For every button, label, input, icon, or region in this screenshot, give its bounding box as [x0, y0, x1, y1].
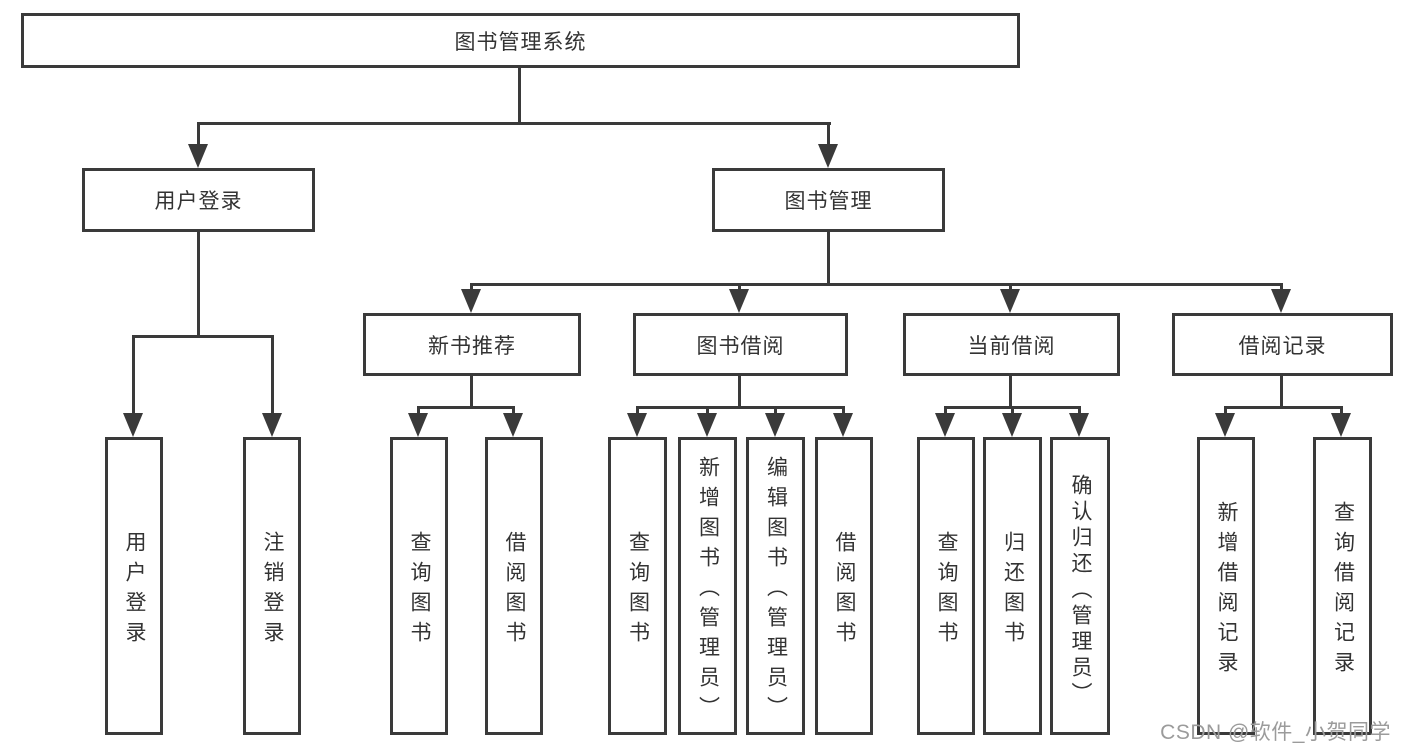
- connector-line: [132, 335, 274, 338]
- leaf-confirm-return-admin: 确认归还（管理员）: [1050, 437, 1110, 735]
- arrow-down-icon: [697, 413, 717, 437]
- connector-line: [417, 406, 420, 415]
- node-borrow-records: 借阅记录: [1172, 313, 1393, 376]
- arrow-down-icon: [1000, 289, 1020, 313]
- node-label: 图书管理系统: [454, 30, 587, 54]
- connector-line: [1224, 406, 1343, 409]
- connector-line: [738, 376, 741, 409]
- connector-line: [1340, 406, 1343, 415]
- node-label: 借阅记录: [1238, 334, 1327, 358]
- connector-line: [636, 406, 639, 415]
- arrow-down-icon: [627, 413, 647, 437]
- node-current-borrow: 当前借阅: [903, 313, 1120, 376]
- arrow-down-icon: [123, 413, 143, 437]
- connector-line: [518, 68, 521, 124]
- connector-line: [1009, 376, 1012, 409]
- arrow-down-icon: [408, 413, 428, 437]
- connector-line: [197, 232, 200, 337]
- node-label: 借阅图书: [833, 530, 856, 651]
- connector-line: [470, 376, 473, 409]
- node-label: 查询图书: [408, 530, 431, 651]
- arrow-down-icon: [461, 289, 481, 313]
- node-label: 查询借阅记录: [1331, 500, 1355, 681]
- node-label: 图书借阅: [696, 334, 785, 358]
- node-label: 查询图书: [935, 530, 958, 651]
- node-label: 查询图书: [626, 530, 650, 651]
- connector-line: [636, 406, 844, 409]
- node-book-borrow: 图书借阅: [633, 313, 848, 376]
- arrow-down-icon: [765, 413, 785, 437]
- connector-line: [197, 122, 200, 148]
- connector-line: [417, 406, 515, 409]
- node-label: 新增图书（管理员）: [696, 455, 720, 726]
- arrow-down-icon: [503, 413, 523, 437]
- leaf-query-books-borrow: 查询图书: [608, 437, 667, 735]
- node-label: 编辑图书（管理员）: [764, 455, 788, 726]
- connector-line: [1280, 283, 1283, 293]
- node-label: 注销登录: [261, 530, 284, 651]
- connector-line: [1009, 283, 1012, 293]
- node-book-management: 图书管理: [712, 168, 945, 232]
- leaf-add-book-admin: 新增图书（管理员）: [678, 437, 737, 735]
- connector-line: [470, 283, 1283, 286]
- connector-line: [827, 122, 830, 148]
- arrow-down-icon: [729, 289, 749, 313]
- connector-line: [470, 283, 473, 293]
- arrow-down-icon: [935, 413, 955, 437]
- node-label: 当前借阅: [967, 334, 1056, 358]
- arrow-down-icon: [1215, 413, 1235, 437]
- connector-line: [944, 406, 947, 415]
- connector-line: [842, 406, 845, 415]
- arrow-down-icon: [833, 413, 853, 437]
- node-label: 用户登录: [154, 190, 243, 213]
- arrow-down-icon: [1002, 413, 1022, 437]
- node-label: 图书管理: [784, 190, 873, 213]
- arrow-down-icon: [1271, 289, 1291, 313]
- arrow-down-icon: [188, 144, 208, 168]
- connector-line: [827, 232, 830, 285]
- leaf-user-login: 用户登录: [105, 437, 163, 735]
- node-label: 确认归还（管理员）: [1069, 473, 1092, 708]
- arrow-down-icon: [1331, 413, 1351, 437]
- connector-line: [1078, 406, 1081, 415]
- node-label: 借阅图书: [503, 530, 526, 651]
- leaf-logout: 注销登录: [243, 437, 301, 735]
- leaf-query-books-current: 查询图书: [917, 437, 975, 735]
- leaf-borrow-books-borrow: 借阅图书: [815, 437, 873, 735]
- connector-line: [774, 406, 777, 415]
- node-label: 新增借阅记录: [1215, 500, 1238, 681]
- connector-line: [512, 406, 515, 415]
- leaf-query-books-recommend: 查询图书: [390, 437, 448, 735]
- connector-line: [1224, 406, 1227, 415]
- leaf-borrow-books-recommend: 借阅图书: [485, 437, 543, 735]
- node-library-system: 图书管理系统: [21, 13, 1020, 68]
- arrow-down-icon: [818, 144, 838, 168]
- leaf-add-borrow-record: 新增借阅记录: [1197, 437, 1255, 735]
- arrow-down-icon: [262, 413, 282, 437]
- connector-line: [738, 283, 741, 293]
- connector-line: [197, 122, 831, 125]
- leaf-edit-book-admin: 编辑图书（管理员）: [746, 437, 805, 735]
- connector-line: [1280, 376, 1283, 409]
- connector-line: [132, 335, 135, 415]
- arrow-down-icon: [1069, 413, 1089, 437]
- connector-line: [271, 335, 274, 415]
- node-user-login: 用户登录: [82, 168, 315, 232]
- node-label: 新书推荐: [428, 334, 516, 358]
- connector-line: [1011, 406, 1014, 415]
- csdn-watermark: CSDN @软件_小贺同学: [1160, 721, 1391, 744]
- leaf-return-book: 归还图书: [983, 437, 1042, 735]
- node-label: 归还图书: [1001, 530, 1025, 651]
- leaf-query-borrow-record: 查询借阅记录: [1313, 437, 1372, 735]
- node-label: 用户登录: [123, 530, 146, 651]
- node-new-book-recommend: 新书推荐: [363, 313, 581, 376]
- connector-line: [706, 406, 709, 415]
